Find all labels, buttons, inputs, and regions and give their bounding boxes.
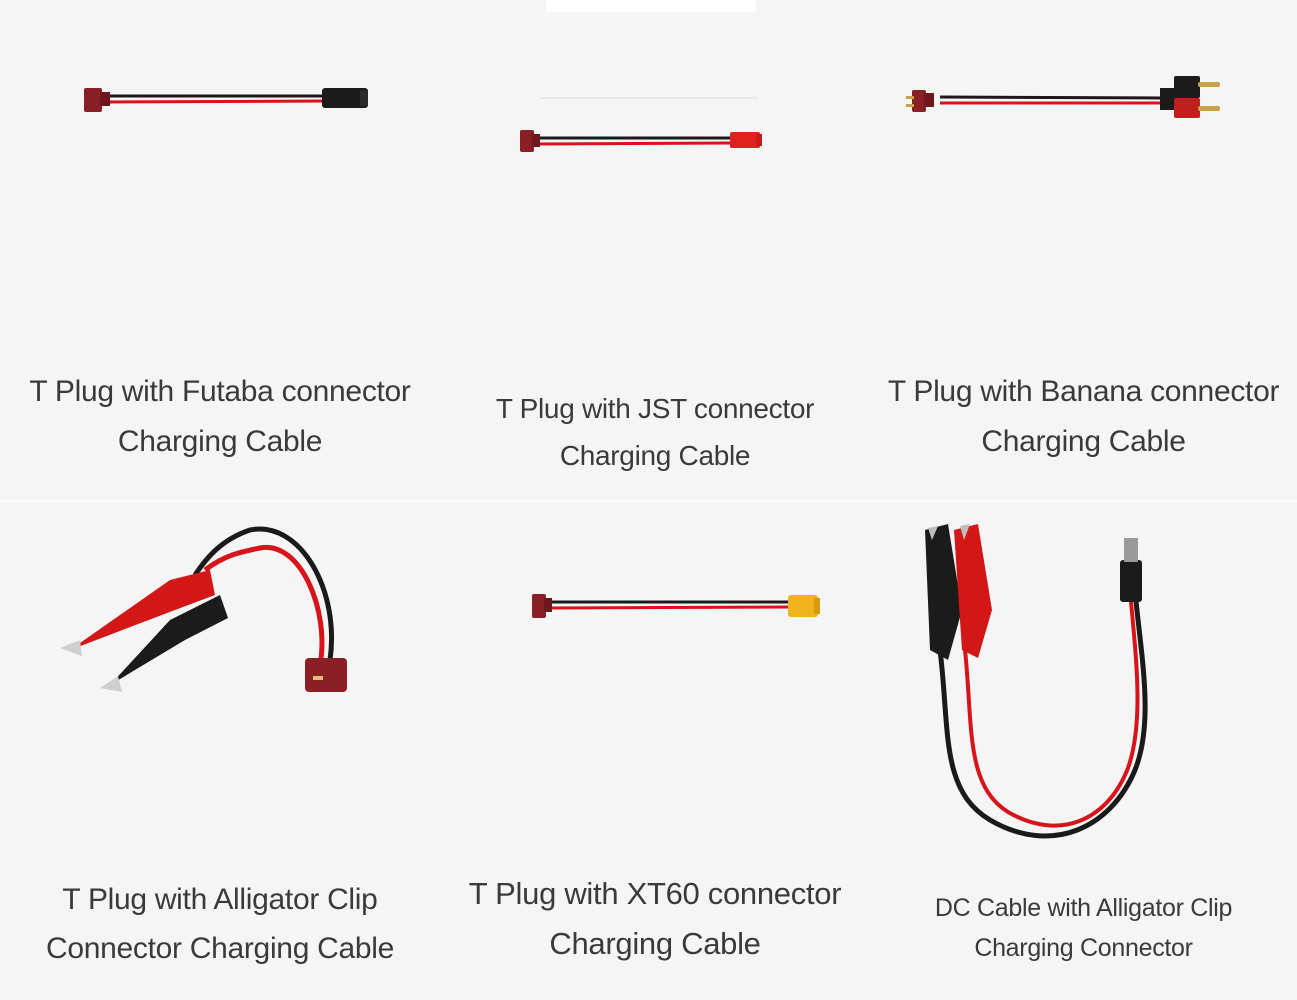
- product-card-xt60[interactable]: T Plug with XT60 connector Charging Cabl…: [440, 500, 870, 1000]
- product-card-banana[interactable]: T Plug with Banana connector Charging Ca…: [870, 0, 1297, 500]
- product-caption: T Plug with Futaba connector Charging Ca…: [0, 367, 440, 467]
- dc-alligator-cable-image: [925, 524, 1148, 839]
- product-caption: T Plug with JST connector Charging Cable: [440, 385, 870, 479]
- product-card-jst[interactable]: T Plug with JST connector Charging Cable: [440, 0, 870, 500]
- caption-line: T Plug with XT60 connector: [468, 876, 842, 911]
- t-plug-alligator-cable-image: [60, 526, 347, 692]
- row-divider: [0, 500, 1297, 503]
- product-caption: T Plug with Alligator Clip Connector Cha…: [0, 875, 440, 973]
- t-plug-futaba-cable-image: [84, 88, 368, 112]
- product-caption: DC Cable with Alligator Clip Charging Co…: [870, 888, 1297, 968]
- product-caption: T Plug with Banana connector Charging Ca…: [870, 367, 1297, 467]
- product-card-futaba[interactable]: T Plug with Futaba connector Charging Ca…: [0, 0, 440, 500]
- caption-line: Charging Cable: [117, 425, 323, 458]
- caption-line: Charging Cable: [981, 425, 1186, 458]
- top-banner-strip: [546, 0, 756, 12]
- product-card-dc-alligator[interactable]: DC Cable with Alligator Clip Charging Co…: [870, 500, 1297, 1000]
- t-plug-jst-cable-image: [520, 97, 762, 152]
- caption-line: T Plug with JST connector: [495, 393, 815, 424]
- caption-line: Connector Charging Cable: [45, 932, 394, 965]
- product-card-alligator[interactable]: T Plug with Alligator Clip Connector Cha…: [0, 500, 440, 1000]
- caption-line: T Plug with Banana connector: [887, 375, 1280, 408]
- caption-line: Charging Cable: [559, 440, 751, 471]
- product-caption: T Plug with XT60 connector Charging Cabl…: [440, 869, 870, 969]
- caption-line: T Plug with Futaba connector: [29, 375, 411, 408]
- t-plug-banana-cable-image: [906, 76, 1220, 118]
- caption-line: T Plug with Alligator Clip: [62, 883, 378, 916]
- caption-line: Charging Cable: [549, 926, 761, 961]
- caption-line: DC Cable with Alligator Clip: [934, 894, 1233, 922]
- caption-line: Charging Connector: [974, 934, 1193, 962]
- t-plug-xt60-cable-image: [532, 594, 820, 618]
